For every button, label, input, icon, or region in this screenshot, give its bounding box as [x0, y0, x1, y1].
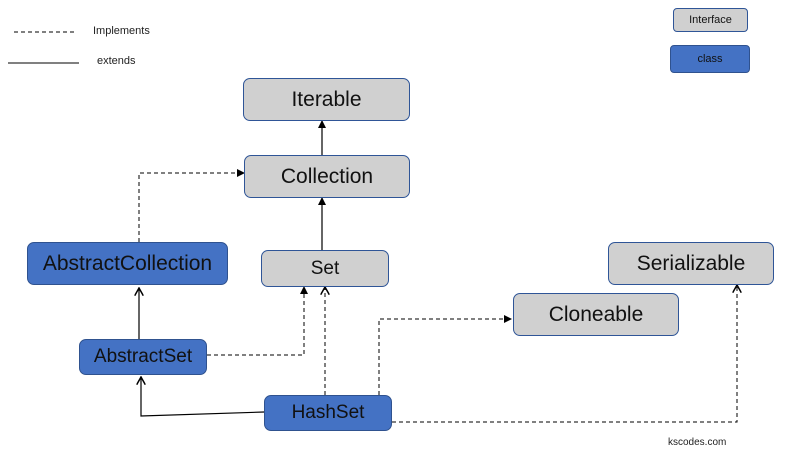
node-abstractset: AbstractSet: [79, 339, 207, 375]
legend-class-box: class: [670, 45, 750, 73]
legend-interface-box: Interface: [673, 8, 748, 32]
edge-hashset-implements-cloneable: [378, 315, 512, 395]
edge-hashset-extends-abstractset: [141, 377, 265, 417]
edge-hashset-implements-serializable: [392, 285, 737, 423]
edge-abstractset-implements-set: [207, 286, 308, 356]
node-iterable: Iterable: [243, 78, 410, 121]
node-set: Set: [261, 250, 389, 287]
node-cloneable: Cloneable: [513, 293, 679, 336]
node-hashset: HashSet: [264, 395, 392, 431]
legend-extends-label: extends: [97, 55, 136, 67]
legend-implements-label: Implements: [93, 25, 150, 37]
node-collection: Collection: [244, 155, 410, 198]
node-serializable: Serializable: [608, 242, 774, 285]
node-abstractcollection: AbstractCollection: [27, 242, 228, 285]
edge-abstractcollection-implements-collection: [138, 169, 245, 242]
credit-text: kscodes.com: [668, 437, 727, 448]
